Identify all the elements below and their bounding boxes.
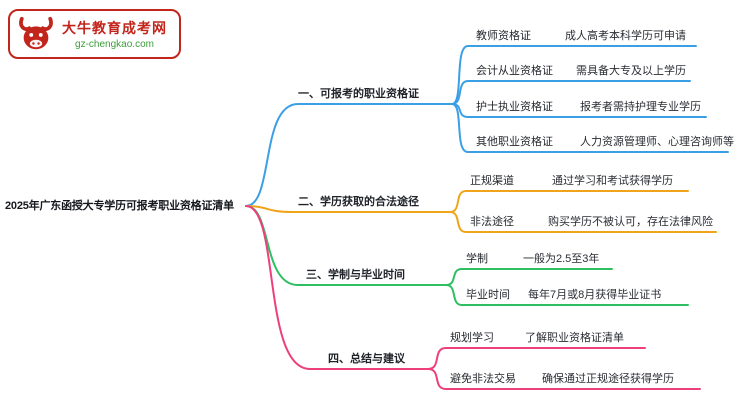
- branch-4-child-1-value: 了解职业资格证清单: [525, 332, 624, 344]
- branch-2-child-1-key: 正规渠道: [470, 175, 514, 187]
- logo-url: gz-chengkao.com: [75, 39, 154, 50]
- branch-2-child-2-value: 购买学历不被认可，存在法律风险: [548, 216, 713, 228]
- branch-4-label: 四、总结与建议: [328, 353, 405, 365]
- site-logo: 大牛教育成考网 gz-chengkao.com: [8, 9, 181, 59]
- branch-3-label: 三、学制与毕业时间: [306, 269, 405, 281]
- bull-logo-icon: [19, 16, 53, 50]
- branch-3-child-2-value: 每年7月或8月获得毕业证书: [528, 289, 662, 301]
- branch-1-child-4-value: 人力资源管理师、心理咨询师等: [580, 136, 734, 148]
- branch-2-child-1-value: 通过学习和考试获得学历: [552, 175, 673, 187]
- branch-3-child-1-value: 一般为2.5至3年: [523, 253, 600, 265]
- branch-3-child-1-key: 学制: [466, 253, 488, 265]
- branch-1-child-2-line: [451, 80, 691, 105]
- branch-2-child-2-key: 非法途径: [470, 216, 514, 228]
- branch-3-child-1-line: [445, 268, 613, 286]
- branch-2-child-1-line: [449, 190, 689, 213]
- branch-2-trunk-line: [245, 205, 451, 213]
- branch-1-child-3-value: 报考者需持护理专业学历: [580, 101, 701, 113]
- branch-2-label: 二、学历获取的合法途径: [298, 196, 419, 208]
- branch-1-trunk-line: [245, 103, 453, 207]
- branch-4-child-1-key: 规划学习: [450, 332, 494, 344]
- branch-2-child-2-line: [449, 211, 717, 233]
- branch-3-child-2-line: [445, 284, 689, 306]
- branch-1-child-1-key: 教师资格证: [476, 30, 531, 42]
- branch-4-child-2-key: 避免非法交易: [450, 373, 516, 385]
- logo-text-block: 大牛教育成考网 gz-chengkao.com: [62, 18, 167, 50]
- branch-4-trunk-line: [245, 205, 429, 370]
- root-topic: 2025年广东函授大专学历可报考职业资格证清单: [5, 200, 234, 212]
- branch-3-child-2-key: 毕业时间: [466, 289, 510, 301]
- branch-1-child-1-value: 成人高考本科学历可申请: [565, 30, 686, 42]
- logo-title: 大牛教育成考网: [62, 20, 167, 36]
- branch-4-child-2-value: 确保通过正规途径获得学历: [542, 373, 674, 385]
- branch-1-label: 一、可报考的职业资格证: [298, 88, 419, 100]
- branch-1-child-4-line: [451, 103, 729, 153]
- branch-1-child-2-value: 需具备大专及以上学历: [576, 65, 686, 77]
- branch-4-child-2-line: [427, 368, 701, 390]
- branch-1-child-3-key: 护士执业资格证: [476, 101, 553, 113]
- branch-4-child-1-line: [427, 347, 646, 370]
- branch-1-child-2-key: 会计从业资格证: [476, 65, 553, 77]
- branch-1-child-4-key: 其他职业资格证: [476, 136, 553, 148]
- branch-1-child-1-line: [451, 45, 697, 105]
